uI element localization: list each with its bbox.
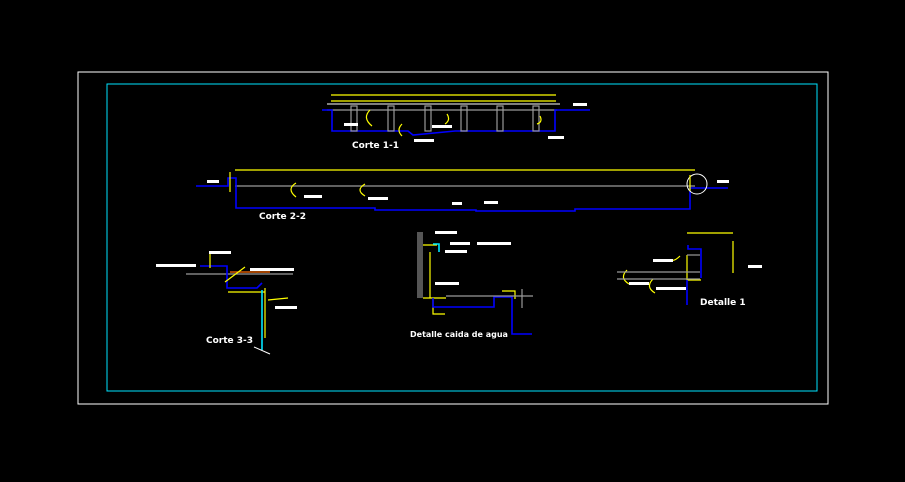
view-title: Corte 3-3 [206, 336, 253, 346]
view-title: Detalle 1 [700, 298, 746, 308]
inner-frame [106, 83, 818, 392]
view-title: Corte 2-2 [259, 212, 306, 222]
view-title: Detalle caida de agua [410, 330, 508, 339]
water-drop-detail: Detalle caida de agua [410, 231, 533, 339]
section-3-3: Corte 3-3 [156, 251, 297, 355]
outer-frame [77, 71, 829, 405]
section-1-1: Corte 1-1 [322, 94, 590, 151]
section-2-2: Corte 2-2 [196, 169, 729, 222]
detail-1: Detalle 1 [617, 232, 762, 308]
view-title: Corte 1-1 [352, 141, 399, 151]
